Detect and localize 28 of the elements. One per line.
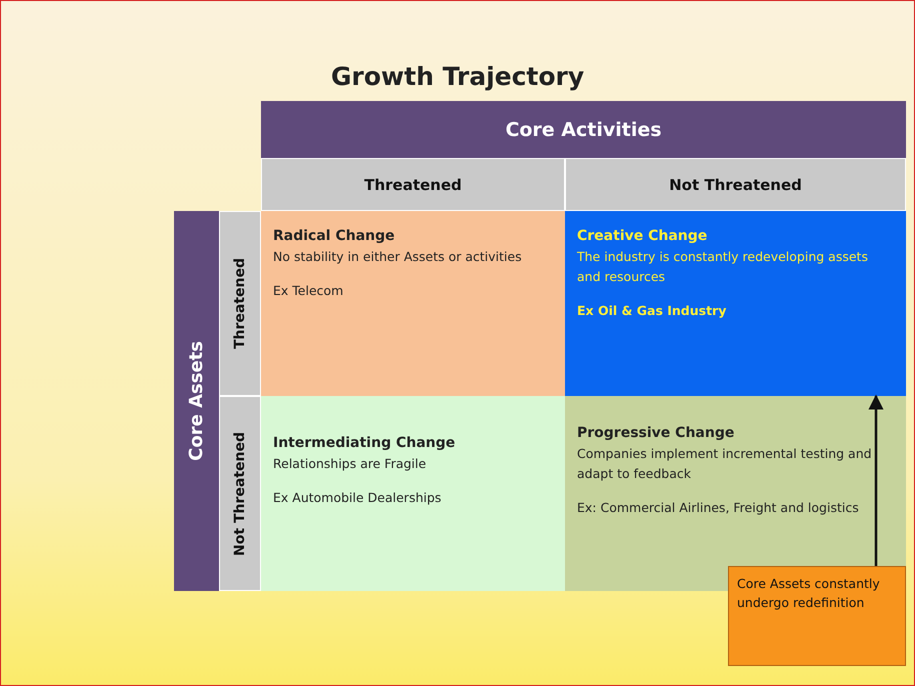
quadrant-heading: Radical Change bbox=[273, 227, 396, 246]
side-band bbox=[174, 211, 219, 591]
quadrant-heading: Progressive Change bbox=[577, 424, 736, 443]
quadrant-panel bbox=[565, 396, 906, 591]
example-text: Ex Automobile Dealerships bbox=[273, 489, 442, 508]
row-header bbox=[219, 211, 261, 396]
quadrant-heading: Intermediating Change bbox=[273, 434, 456, 453]
quadrant-description: Companies implement incremental testing and adapt to feedback bbox=[577, 445, 873, 484]
quadrant-panel bbox=[565, 211, 906, 396]
column-header: Not Threatened bbox=[565, 158, 906, 211]
axis-label: Core Assets bbox=[186, 341, 207, 461]
column-header: Threatened bbox=[261, 158, 565, 211]
example-text: Ex Oil & Gas Industry bbox=[577, 302, 728, 320]
quadrant-description: Relationships are Fragile bbox=[273, 455, 428, 474]
header-band: Core Activities bbox=[261, 101, 906, 158]
callout-box: Core Assets constantly undergo redefinition bbox=[728, 566, 906, 666]
quadrant-heading: Creative Change bbox=[577, 227, 708, 246]
diagram-title: Growth Trajectory bbox=[331, 61, 584, 93]
quadrant-description: The industry is constantly redeveloping assets and resources bbox=[577, 248, 869, 286]
leader-arrow bbox=[868, 394, 884, 566]
example-text: Ex: Commercial Airlines, Freight and logistics bbox=[577, 499, 860, 518]
quadrant-panel bbox=[261, 211, 565, 396]
quadrant-description: No stability in either Assets or activities bbox=[273, 248, 523, 266]
example-text: Ex Telecom bbox=[273, 282, 344, 300]
row-label: Threatened bbox=[232, 258, 248, 350]
row-label: Not Threatened bbox=[232, 432, 248, 556]
quadrant-panel bbox=[261, 396, 565, 591]
row-header bbox=[219, 396, 261, 591]
